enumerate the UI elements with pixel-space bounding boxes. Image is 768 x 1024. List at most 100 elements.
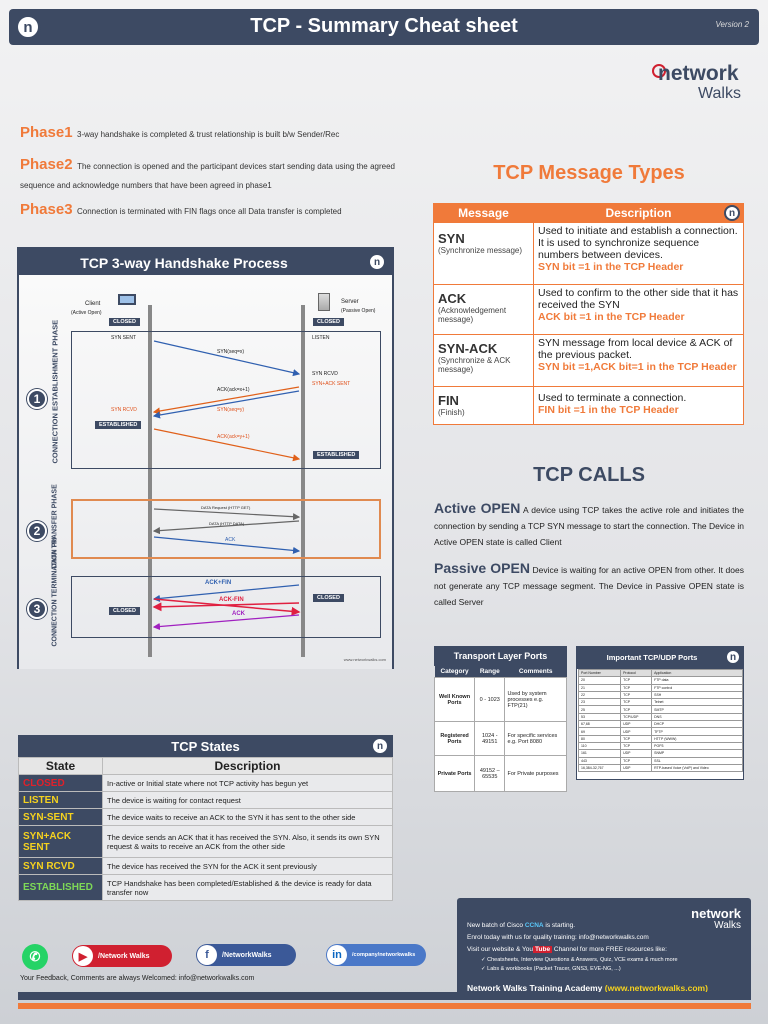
message-col-desc-label: Description (605, 206, 672, 220)
handshake-title: TCP 3-way Handshake Process (80, 255, 288, 271)
synack-arrow-2 (152, 390, 300, 419)
facebook-label: /NetworkWalks (222, 951, 272, 959)
bottom-bar-orange (18, 1003, 751, 1009)
handshake-panel: TCP 3-way Handshake Process n 1 2 3 CONN… (17, 247, 394, 669)
tcpudp-app: FTP control (651, 683, 743, 692)
tcpudp-port: 110 (577, 741, 622, 751)
promo-bullet-2: ✓ Labs & workbooks (Packet Tracer, GNS3,… (481, 966, 621, 972)
state-desc: TCP Handshake has been completed/Establi… (102, 874, 393, 901)
ackfin-arrow-3 (152, 602, 300, 612)
message-header-bit: SYN bit =1,ACK bit=1 in the TCP Header (538, 361, 737, 373)
message-col-msg: Message (433, 203, 534, 223)
promo-1a: New batch of Cisco (467, 922, 525, 929)
state-desc: The device sends an ACK that it has rece… (102, 825, 393, 858)
tcpudp-app: RTP-based Voice (VoIP) and Video (651, 763, 743, 773)
states-header-row: State Description (18, 757, 393, 775)
tcpudp-app: SSH (651, 690, 743, 700)
phase-1-label: Phase1 (20, 124, 73, 141)
tcpudp-app: HTTP (WWW) (651, 734, 743, 743)
page-title: TCP - Summary Cheat sheet (250, 15, 518, 37)
tcpudp-port: 16,384-32,767 (577, 763, 622, 773)
version-label: Version 2 (715, 20, 750, 29)
ports-col-comments: Comments (504, 666, 567, 678)
tcpudp-port: 443 (577, 756, 622, 765)
ackfin-label: ACK+FIN (205, 580, 232, 586)
states-title: TCP States (171, 739, 240, 754)
tcpudp-protocol: TCP (620, 734, 653, 743)
tcpudp-app: FTP data (651, 676, 743, 685)
client-established-badge: ESTABLISHED (95, 421, 142, 429)
states-col-state: State (18, 757, 103, 775)
promo-brand-network: network (691, 906, 741, 921)
message-desc: SYN message from local device & ACK of t… (538, 337, 733, 361)
state-desc: In-active or Initial state where not TCP… (102, 774, 393, 792)
state-name: SYN-SENT (18, 808, 103, 826)
tcpudp-protocol: TCP (620, 683, 653, 692)
phase2-box (71, 499, 381, 559)
data-ack-label: ACK (225, 537, 236, 543)
promo-line-2: Enrol today with us for quality training… (467, 934, 649, 941)
server-established-badge: ESTABLISHED (313, 451, 360, 459)
message-name: SYN (438, 231, 465, 246)
message-header-bit: ACK bit =1 in the TCP Header (538, 311, 685, 323)
tcpudp-protocol: UDP (620, 727, 653, 736)
phase-3-text: Connection is terminated with FIN flags … (77, 207, 342, 216)
facebook-button[interactable]: f/NetworkWalks (196, 944, 296, 966)
passive-open-text: Device is waiting for an active OPEN fro… (434, 565, 744, 607)
message-name: FIN (438, 393, 459, 408)
laptop-icon (118, 294, 136, 305)
tcpudp-port: 80 (577, 734, 622, 743)
active-open-block: Active OPEN A device using TCP takes the… (434, 500, 744, 550)
client-sub-label: (Active Open) (71, 310, 102, 316)
network-walks-logo-icon: n (15, 14, 41, 40)
brand-network-icon (652, 64, 666, 78)
promo-1c: is starting. (543, 922, 576, 929)
ports-range: 49152 – 65535 (474, 755, 506, 792)
table-row: SYN-ACK(Synchronize & ACK message) SYN m… (433, 334, 744, 387)
academy-url-link[interactable]: (www.networkwalks.com) (604, 983, 708, 993)
tcpudp-app: SMTP (651, 705, 743, 714)
tcp-calls-title: TCP CALLS (533, 464, 645, 486)
syn-arrow (153, 340, 301, 377)
states-title-bar: TCP States n (18, 735, 393, 757)
phase-3: Phase3 Connection is terminated with FIN… (20, 201, 400, 219)
message-types-title: TCP Message Types (493, 162, 685, 184)
tcpudp-protocol: UDP (620, 749, 653, 758)
promo-3a: Visit our website & You (467, 946, 534, 953)
server-label: Server (341, 299, 359, 305)
message-name: ACK (438, 291, 467, 306)
youtube-button[interactable]: ▶/Network Walks (72, 945, 172, 967)
tcpudp-port: 53 (577, 712, 622, 722)
promo-1b: CCNA (524, 922, 544, 929)
phase-1: Phase1 3-way handshake is completed & tr… (20, 124, 400, 142)
message-desc-cell: Used to confirm to the other side that i… (533, 284, 744, 335)
header-bar: n TCP - Summary Cheat sheet Version 2 (9, 9, 759, 45)
syn-sent-label: SYN SENT (111, 335, 137, 341)
message-desc-cell: Used to initiate and establish a connect… (533, 222, 744, 285)
message-name-cell: SYN(Synchronize message) (433, 222, 534, 285)
server-closed-badge: CLOSED (313, 318, 344, 326)
client-timeline (148, 305, 152, 657)
ports-category: Registered Ports (433, 721, 476, 756)
whatsapp-icon[interactable]: ✆ (22, 944, 48, 970)
linkedin-button[interactable]: in/company/networkwalks (326, 944, 426, 966)
state-name: ESTABLISHED (18, 874, 103, 901)
tcpudp-app: SSL (651, 756, 743, 765)
